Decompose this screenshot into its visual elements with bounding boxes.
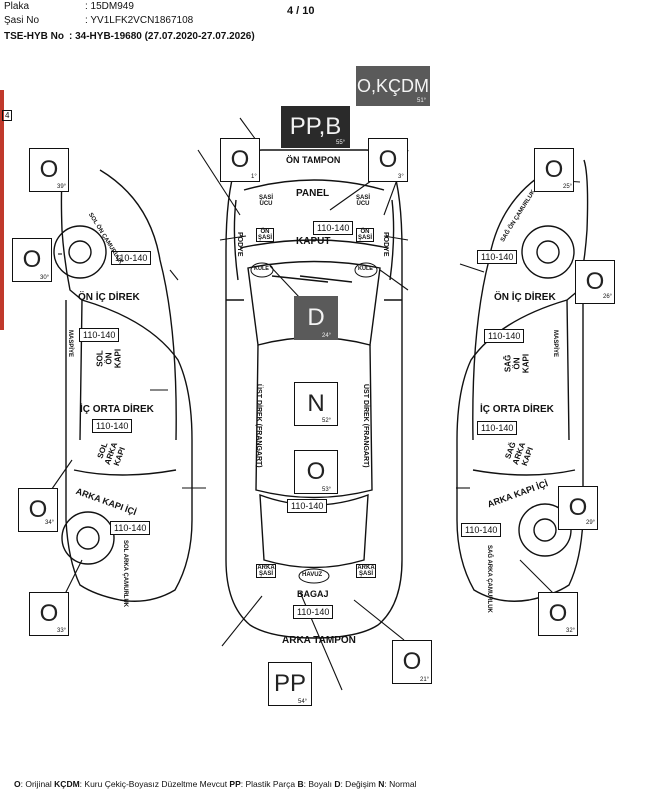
rear-right-degree: 21° [420, 677, 430, 683]
left-rear-degree: 34° [45, 520, 55, 526]
sag-on-kapi-label: SAĞ ÖN KAPI [503, 353, 531, 374]
ic-orta-direk-right-label: İÇ ORTA DİREK [480, 404, 554, 415]
front-right-panel-degree: 3° [398, 174, 404, 180]
ust-direk-right-label: ÜST DİREK (FRANGART) [362, 384, 369, 468]
kaput-label: KAPUT [296, 236, 331, 247]
right-rear-fender-code: O [538, 592, 578, 636]
on-sasi-left-label: ÖN ŞASİ [256, 228, 274, 242]
left-front-fender-code: O [29, 148, 69, 192]
left-front-lower-code: O [12, 238, 52, 282]
legend-b-key: B [297, 779, 304, 789]
ic-orta-direk-left-label: İÇ ORTA DİREK [80, 404, 154, 415]
right-front-lower-code: O [575, 260, 615, 304]
on-tampon-label: ÖN TAMPON [286, 155, 341, 165]
trunk-range: 110-140 [293, 605, 334, 619]
roof-rear-code: N [294, 382, 338, 426]
trunk-lid-degree: 53° [322, 487, 332, 493]
bagaj-label: BAGAJ [297, 589, 329, 599]
legend-pp-text: : Plastik Parça [240, 779, 298, 789]
right-front-lower-degree: 26° [603, 294, 613, 300]
legend-d-text: : Değişim [340, 779, 379, 789]
front-left-panel-code: O [220, 138, 260, 182]
trunk-top-range: 110-140 [287, 499, 328, 513]
left-rear-code: O [18, 488, 58, 532]
legend-n-text: : Normal [384, 779, 417, 789]
ust-direk-left-label: ÜST DİREK (FRANGART) [255, 384, 262, 468]
hood-code: O,KÇDM [356, 66, 430, 106]
chassis-value: : YV1LFK2VCN1867108 [85, 15, 194, 26]
right-rear-fender-degree: 32° [566, 628, 576, 634]
tse-value: : 34-HYB-19680 (27.07.2020-27.07.2026) [69, 31, 255, 42]
legend-n-key: N [378, 779, 385, 789]
plate-label: Plaka [4, 1, 30, 12]
left-front-fender-degree: 39° [57, 184, 67, 190]
on-sasi-right-label: ÖN ŞASİ [356, 228, 374, 242]
right-rear-code: O [558, 486, 598, 530]
left-rear-fender-degree: 33° [57, 628, 67, 634]
margin-tab [0, 90, 4, 330]
right-front-door-range: 110-140 [484, 329, 525, 343]
chassis-label: Şasi No [4, 15, 40, 26]
podye-right-label: PODYE [382, 232, 389, 257]
legend: O: Orijinal KÇDM: Kuru Çekiç-Boyasız Düz… [14, 779, 417, 789]
on-ic-direk-right-label: ÖN İÇ DİREK [494, 292, 556, 303]
tse-label: TSE-HYB No [4, 31, 64, 42]
left-front-door-range: 110-140 [79, 328, 120, 342]
hood-degree: 51° [417, 98, 427, 104]
left-rear-fender-code: O [29, 592, 69, 636]
right-rear-door-range: 110-140 [477, 421, 518, 435]
hood-range: 110-140 [313, 221, 354, 235]
havuz-label: HAVUZ [302, 572, 323, 578]
roof-code: D [294, 296, 338, 340]
rear-bumper-degree: 54° [298, 699, 308, 705]
page-number: 4 / 10 [287, 5, 315, 17]
sol-on-kapi-label: SOL ÖN KAPI [95, 348, 123, 369]
legend-o-text: : Orijinal [20, 779, 55, 789]
left-rear-door-range: 110-140 [92, 419, 133, 433]
panel-label: PANEL [296, 188, 330, 199]
arka-sasi-right-label: ARKA ŞASİ [356, 564, 376, 578]
left-rear-fender-range: 110-140 [110, 521, 151, 535]
sasi-ucu-left-label: ŞASİ UCU [258, 195, 273, 207]
arka-tampon-label: ARKA TAMPON [282, 635, 356, 646]
right-front-fender-code: O [534, 148, 574, 192]
maspiye-left-label: MASPİYE [67, 330, 73, 358]
trunk-lid-code: O [294, 450, 338, 494]
front-bumper-code: PP,B [281, 106, 350, 148]
legend-d-key: D [334, 779, 341, 789]
legend-pp-key: PP [229, 779, 241, 789]
left-front-lower-degree: 30° [40, 275, 50, 281]
legend-kcdm-key: KÇDM [54, 779, 80, 789]
legend-b-text: : Boyalı [303, 779, 335, 789]
sol-arka-camurluk-label: SOL ARKA ÇAMURLUK [122, 540, 128, 608]
arka-sasi-left-label: ARKA ŞASİ [256, 564, 276, 578]
rear-right-code: O [392, 640, 432, 684]
right-rear-fender-range: 110-140 [461, 523, 502, 537]
front-left-panel-degree: 1° [251, 174, 257, 180]
on-ic-direk-left-label: ÖN İÇ DİREK [78, 292, 140, 303]
front-bumper-degree: 55° [336, 140, 346, 146]
right-front-fender-degree: 25° [563, 184, 573, 190]
sag-arka-camurluk-label: SAĞ ARKA ÇAMURLUK [486, 545, 492, 613]
right-fender-range: 110-140 [477, 250, 518, 264]
kule-right-label: KULE [358, 266, 373, 272]
plate-value: : 15DM949 [85, 1, 134, 12]
legend-o-key: O [14, 779, 21, 789]
left-fender-range: 110-140 [111, 251, 152, 265]
sasi-ucu-right-label: ŞASİ UCU [355, 195, 370, 207]
roof-rear-degree: 52° [322, 418, 332, 424]
page-mark: 4 [2, 110, 13, 121]
legend-kcdm-text: : Kuru Çekiç-Boyasız Düzeltme Mevcut [79, 779, 230, 789]
kule-left-label: KULE [254, 266, 269, 272]
rear-bumper-code: PP [268, 662, 312, 706]
front-right-panel-code: O [368, 138, 408, 182]
maspiye-right-label: MASPİYE [552, 330, 558, 358]
roof-degree: 24° [322, 333, 332, 339]
right-rear-degree: 29° [586, 520, 596, 526]
podye-left-label: PODYE [236, 232, 243, 257]
